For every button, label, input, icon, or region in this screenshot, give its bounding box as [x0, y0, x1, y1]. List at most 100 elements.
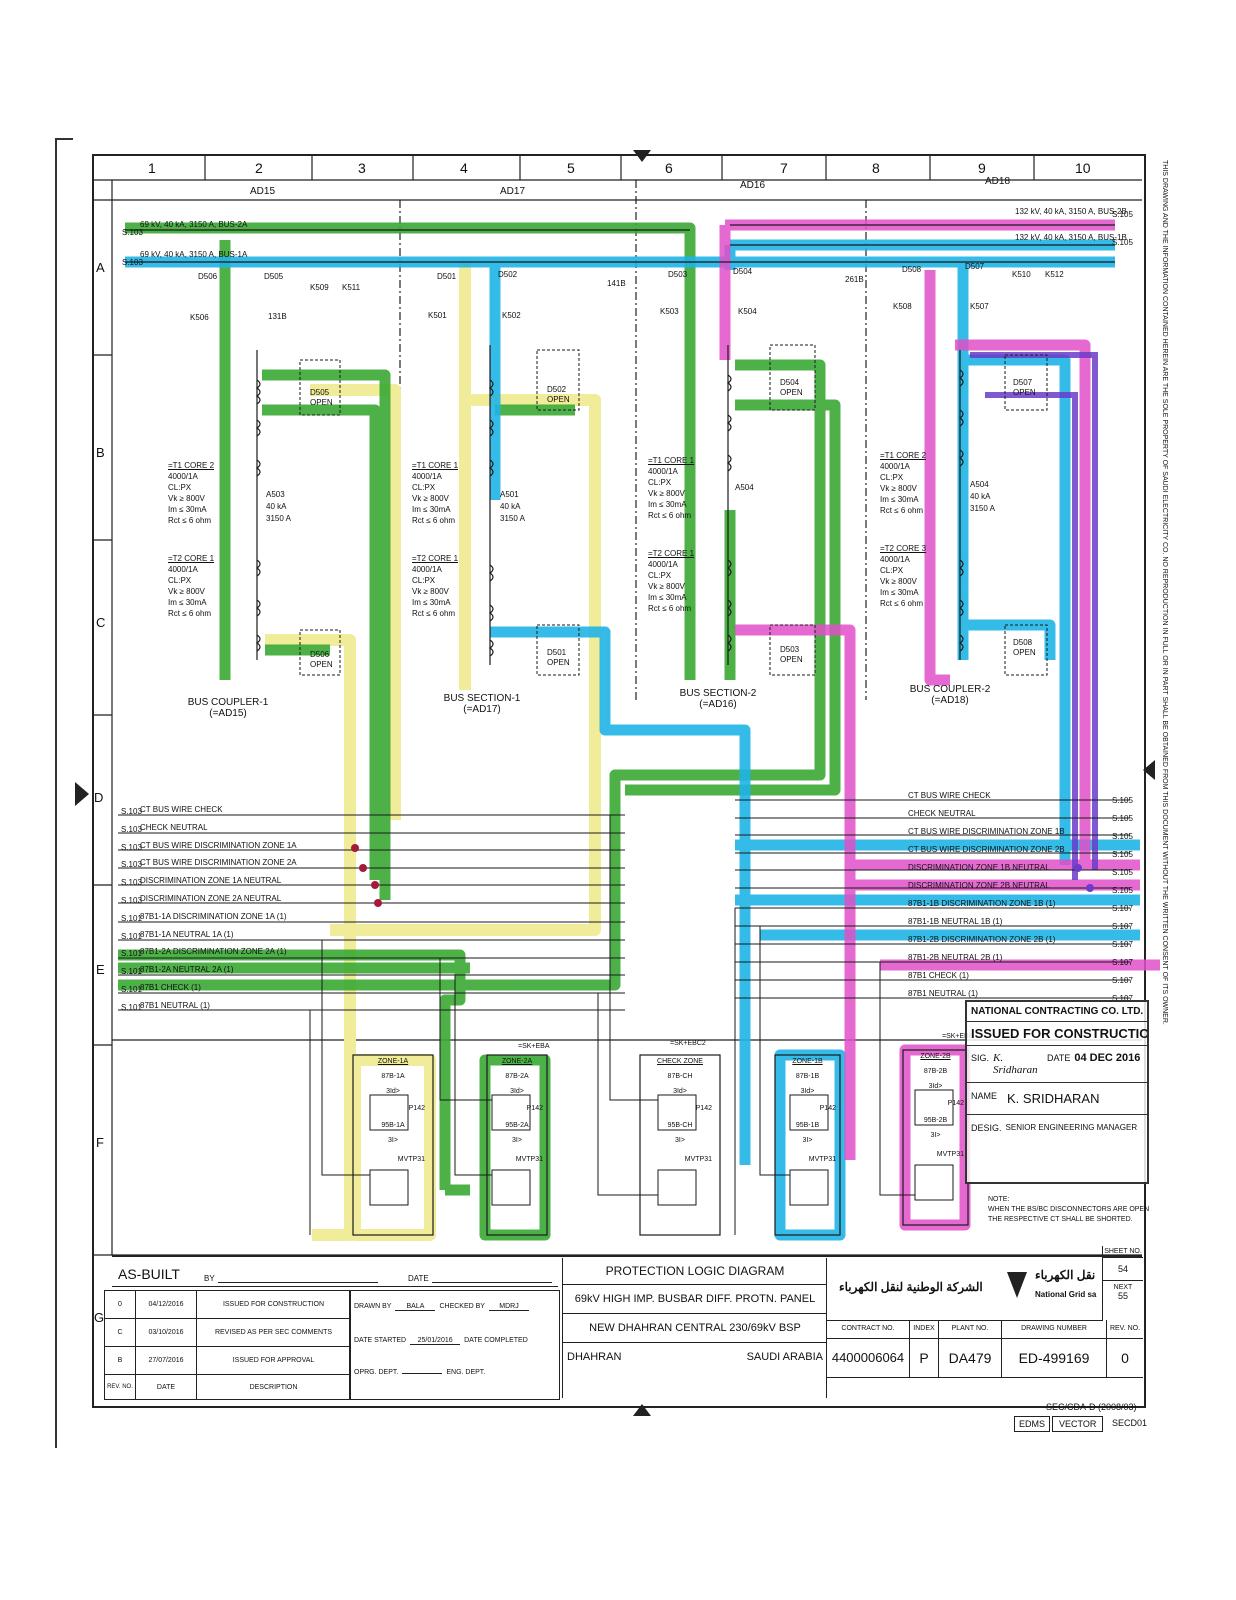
grid-row-label: D — [94, 790, 104, 805]
stamp-name-label: NAME — [971, 1091, 998, 1101]
rev-no-label: REV. NO. — [1109, 1325, 1141, 1332]
stamp-name-value: K. SRIDHARAN — [1007, 1091, 1100, 1106]
cb-rating: 3150 A — [970, 504, 995, 513]
device-label: 261B — [845, 275, 864, 284]
bay-label-ad16: BUS SECTION-2 (=AD16) — [679, 688, 757, 710]
date-header: DATE — [136, 1375, 197, 1400]
construction-stamp: NATIONAL CONTRACTING CO. LTD. ISSUED FOR… — [965, 1000, 1149, 1184]
drawing-no-label: DRAWING NUMBER — [1002, 1320, 1107, 1338]
left-arrow-marker — [75, 782, 89, 806]
device-label: D505 — [264, 272, 284, 281]
as-built-row — [112, 1262, 558, 1287]
relay-internal-boxes — [369, 1089, 954, 1206]
relay-zone-1b: ZONE-1B 87B-1B 3Id> P142 95B-1B 3I> MVTP… — [792, 1058, 836, 1163]
grid-row-label: E — [96, 962, 105, 977]
disconnector-state: OPEN — [1013, 648, 1036, 657]
device-label: 141B — [607, 279, 626, 288]
cb-name: A504 — [970, 480, 989, 489]
disconnector-label: D501 — [547, 648, 567, 657]
index-value: P — [910, 1339, 939, 1377]
device-label: 131B — [268, 312, 287, 321]
rev-desc: ISSUED FOR APPROVAL — [232, 1357, 315, 1364]
ct-coils — [255, 345, 964, 665]
date-started-value: 25/01/2016 — [410, 1337, 461, 1345]
drawing-title-1: PROTECTION LOGIC DIAGRAM — [563, 1258, 827, 1285]
busbar-ref-right: S.105 — [1112, 238, 1133, 247]
busbar-label: 69 kV, 40 kA, 3150 A, BUS-1A — [140, 250, 248, 259]
rev-no-value: 0 — [1121, 1350, 1129, 1366]
eng-dept-label: ENG. DEPT. — [446, 1369, 486, 1376]
drawing-number-row: CONTRACT NO. INDEX PLANT NO. DRAWING NUM… — [826, 1320, 1143, 1398]
as-built-by-line — [218, 1282, 378, 1283]
disconnector-state: OPEN — [780, 655, 803, 664]
grid-column-label: 9 — [978, 160, 986, 176]
device-label: D502 — [498, 270, 518, 279]
rev-header: REV. NO. — [105, 1375, 136, 1400]
grid-row-label: A — [96, 260, 105, 275]
company-name-arabic-2: نقل الكهرباء — [1035, 1268, 1096, 1282]
stamp-issued: ISSUED FOR CONSTRUCTION — [967, 1022, 1147, 1046]
relay-zone-1a: ZONE-1A 87B-1A 3Id> P142 95B-1A 3I> MVTP… — [377, 1058, 425, 1163]
disconnector-label: D505 — [310, 388, 330, 397]
next-value: 55 — [1117, 1291, 1128, 1301]
stamp-date-label: DATE — [1047, 1053, 1071, 1063]
ct-spec-ad18-t2: =T2 CORE 3 4000/1A CL:PX Vk ≥ 800V Im ≤ … — [880, 544, 927, 608]
grid-column-label: 6 — [665, 160, 673, 176]
drawing-title-2: 69kV HIGH IMP. BUSBAR DIFF. PROTN. PANEL — [563, 1285, 827, 1314]
company-name-arabic: الشركة الوطنية لنقل الكهرباء — [839, 1280, 983, 1294]
as-built-label: AS-BUILT — [118, 1266, 180, 1282]
busbar-label: 69 kV, 40 kA, 3150 A, BUS-2A — [140, 220, 248, 229]
sheet-no-value: 54 — [1103, 1258, 1143, 1281]
ct-spec-ad16-t1: =T1 CORE 1 4000/1A CL:PX Vk ≥ 800V Im ≤ … — [648, 456, 695, 520]
panel-header-ad18: AD18 — [985, 176, 1011, 187]
footer-reference: SEC/CDA-D (2008/03) — [1046, 1402, 1137, 1412]
as-built-date-line — [432, 1282, 552, 1283]
sheet-number-area: SHEET NO. 54 NEXT 55 — [1102, 1246, 1143, 1320]
ct-spec-ad15-t2: =T2 CORE 1 4000/1A CL:PX Vk ≥ 800V Im ≤ … — [168, 554, 215, 618]
bay-label-ad18: BUS COUPLER-2 (=AD18) — [909, 684, 991, 706]
title-block — [112, 1255, 1142, 1405]
edms-button: EDMS — [1014, 1416, 1051, 1432]
cb-name: A503 — [266, 490, 285, 499]
cb-name: A504 — [735, 483, 754, 492]
stamp-desig-label: DESIG. — [971, 1123, 1002, 1133]
plant-no-value: DA479 — [939, 1339, 1002, 1377]
relay-zone-2a: ZONE-2A 87B-2A 3Id> P142 95B-2A 3I> MVTP… — [501, 1058, 543, 1163]
location-city: DHAHRAN — [567, 1351, 622, 1363]
grid-column-label: 1 — [148, 160, 156, 176]
grid-row-label: F — [96, 1135, 104, 1150]
drawn-by-area: DRAWN BY BALA CHECKED BY MDRJ DATE START… — [349, 1290, 560, 1400]
cb-rating: 3150 A — [266, 514, 291, 523]
drawn-by-label: DRAWN BY — [354, 1303, 392, 1310]
company-logo-area: الشركة الوطنية لنقل الكهرباء نقل الكهربا… — [826, 1258, 1103, 1321]
drawn-by-value: BALA — [395, 1303, 436, 1311]
checked-by-label: CHECKED BY — [439, 1303, 485, 1310]
grid-column-label: 4 — [460, 160, 468, 176]
stamp-contractor: NATIONAL CONTRACTING CO. LTD. — [967, 1002, 1147, 1022]
relay-zone-2b: ZONE-2B 87B-2B 3Id> P142 95B-2B 3I> MVTP… — [920, 1053, 964, 1158]
disconnector-state: OPEN — [310, 660, 333, 669]
device-label: K511 — [342, 283, 361, 292]
vector-button: VECTOR — [1052, 1416, 1104, 1432]
ct-spec-ad17-t1: =T1 CORE 1 4000/1A CL:PX Vk ≥ 800V Im ≤ … — [412, 461, 459, 525]
cb-rating: 3150 A — [500, 514, 525, 523]
device-label: K504 — [738, 307, 757, 316]
rev-desc: ISSUED FOR CONSTRUCTION — [222, 1301, 325, 1308]
device-label: K503 — [660, 307, 679, 316]
crop-mark-left — [55, 138, 57, 1448]
relay-panel-ref: =SK+EBB — [942, 1033, 974, 1040]
device-label: K506 — [190, 313, 209, 322]
ct-spec-ad15-t1: =T1 CORE 2 4000/1A CL:PX Vk ≥ 800V Im ≤ … — [168, 461, 215, 525]
panel-header-ad15: AD15 — [250, 186, 276, 197]
bay-label-ad17: BUS SECTION-1 (=AD17) — [443, 693, 521, 715]
cb-rating: 40 kA — [266, 502, 287, 511]
revision-table: 0 04/12/2016 ISSUED FOR CONSTRUCTION C 0… — [104, 1290, 351, 1400]
stamp-signature: K. Sridharan — [993, 1052, 1038, 1076]
company-logo-icon — [1007, 1272, 1027, 1298]
rev-date: 27/07/2016 — [136, 1347, 197, 1374]
grid-row-label: C — [96, 615, 106, 630]
right-bus-wire-labels: CT BUS WIRE CHECK CHECK NEUTRAL CT BUS W… — [908, 791, 1065, 998]
top-arrow-marker — [633, 150, 651, 162]
device-label: K510 — [1012, 270, 1031, 279]
panel-header-ad17: AD17 — [500, 186, 526, 197]
